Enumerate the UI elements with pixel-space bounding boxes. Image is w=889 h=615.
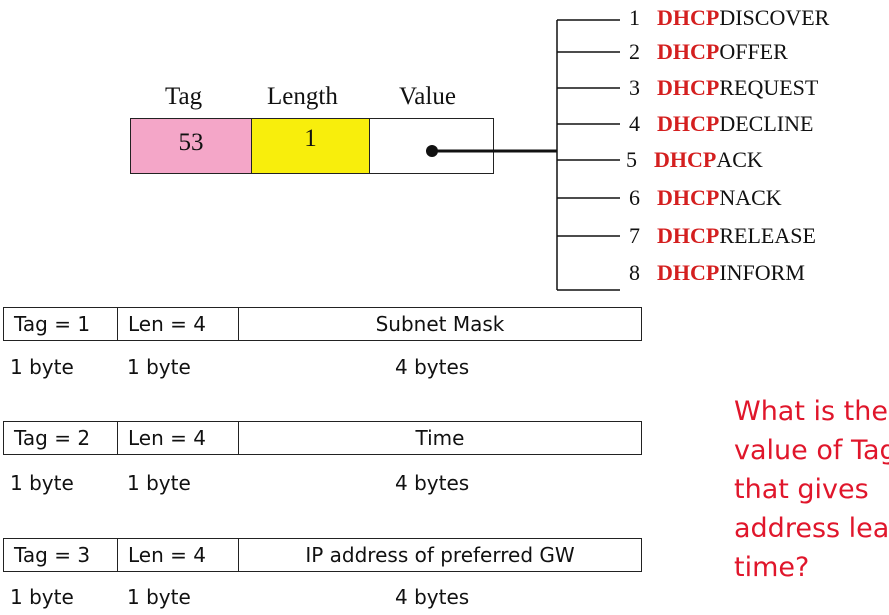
message-type-prefix: DHCP [657,223,720,248]
tlv-tag-size: 1 byte [10,355,74,379]
tlv-option-2: Tag = 2 Len = 4 Time [3,421,642,455]
length-header: Length [267,83,338,110]
message-type-prefix: DHCP [654,147,717,172]
tag-value: 53 [178,129,204,156]
tlv-len-size: 1 byte [127,471,191,495]
message-type-prefix: DHCP [657,185,720,210]
tag-cell: 53 [130,118,252,174]
message-type-prefix: DHCP [657,5,720,30]
tlv-tag-label: Tag = 1 [14,312,91,336]
message-type-number: 4 [629,111,640,136]
tlv-len-label: Len = 4 [128,312,206,336]
tlv-len-cell: Len = 4 [118,308,239,340]
tag-header: Tag [165,83,203,110]
message-type-prefix: DHCP [657,75,720,100]
message-type-2: 2 DHCPOFFER [629,37,788,67]
length-cell: 1 [251,118,370,174]
tlv-value-size: 4 bytes [395,471,470,495]
tlv-len-size: 1 byte [127,355,191,379]
question-line: value of Tag [734,435,889,466]
tlv-len-cell: Len = 4 [118,422,239,454]
question-line: What is the [734,396,888,427]
message-type-prefix: DHCP [657,111,720,136]
tlv-option-1: Tag = 1 Len = 4 Subnet Mask [3,307,642,341]
message-type-6: 6 DHCPNACK [629,183,782,213]
question-line: that gives [734,474,869,505]
message-type-5: 5 DHCPACK [626,145,763,175]
tlv-value-label: IP address of preferred GW [305,543,575,567]
message-type-name: NACK [719,185,782,210]
message-type-prefix: DHCP [657,39,720,64]
message-type-name: DISCOVER [719,5,830,30]
message-type-7: 7 DHCPRELEASE [629,221,816,251]
message-type-4: 4 DHCPDECLINE [629,109,813,139]
tlv-value-label: Time [415,426,465,450]
tlv-tag-cell: Tag = 2 [4,422,118,454]
tlv-tag-label: Tag = 3 [14,543,91,567]
tlv-value-label: Subnet Mask [375,312,505,336]
message-type-name: OFFER [719,39,788,64]
tlv-len-label: Len = 4 [128,426,206,450]
message-type-8: 8 DHCPINFORM [629,258,805,288]
message-type-number: 7 [629,223,640,248]
message-type-name: DECLINE [719,111,814,136]
tlv-value-size: 4 bytes [395,355,470,379]
tlv-tag-cell: Tag = 1 [4,308,118,340]
message-type-name: RELEASE [719,223,816,248]
message-type-3: 3 DHCPREQUEST [629,73,818,103]
message-type-prefix: DHCP [657,260,720,285]
message-type-name: ACK [716,147,763,172]
tlv-tag-cell: Tag = 3 [4,539,118,571]
tlv-option-3: Tag = 3 Len = 4 IP address of preferred … [3,538,642,572]
tlv-len-size: 1 byte [127,585,191,609]
tlv-tag-label: Tag = 2 [14,426,91,450]
value-header: Value [399,83,456,110]
tlv-len-cell: Len = 4 [118,539,239,571]
message-type-number: 3 [629,75,640,100]
tlv-len-label: Len = 4 [128,543,206,567]
tlv-value-size: 4 bytes [395,585,470,609]
question-line: time? [734,552,810,583]
tlv-value-cell: Time [239,422,641,454]
value-cell [369,118,494,174]
message-type-1: 1 DHCPDISCOVER [629,3,829,33]
message-type-number: 5 [626,147,637,172]
question-text: What is the value of Tag that gives addr… [734,392,889,587]
length-value: 1 [304,125,317,152]
message-type-number: 6 [629,185,640,210]
question-line: address lease [734,513,889,544]
tlv-value-cell: IP address of preferred GW [239,539,641,571]
tlv-tag-size: 1 byte [10,585,74,609]
message-type-name: INFORM [719,260,805,285]
tlv-value-cell: Subnet Mask [239,308,641,340]
message-type-name: REQUEST [719,75,819,100]
message-type-number: 8 [629,260,640,285]
message-type-number: 1 [629,5,640,30]
message-type-number: 2 [629,39,640,64]
tlv-tag-size: 1 byte [10,471,74,495]
